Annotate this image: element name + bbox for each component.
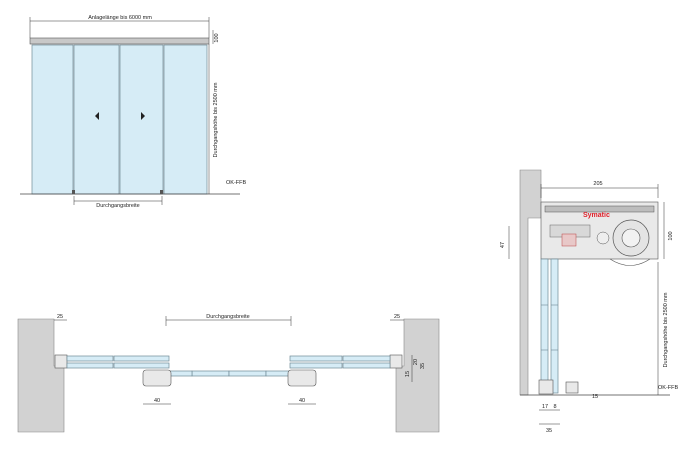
section-top-rail [544, 205, 655, 213]
plan-leaf-3 [289, 355, 343, 362]
plan-left-profile [54, 354, 68, 369]
section-pulley [596, 231, 610, 245]
section-wall [519, 169, 542, 396]
plan-leaf-2 [113, 355, 170, 362]
brand-logo: Symatic [583, 212, 610, 219]
front-panel-2 [73, 44, 120, 195]
section-glass-moving [550, 258, 559, 394]
front-floor-label: OK-FFB [226, 180, 246, 186]
plan-right-offset-label: 25 [394, 314, 400, 320]
section-right-small: 15 [592, 394, 598, 400]
plan-floor-guide-left [142, 369, 172, 387]
section-glass-fixed [540, 258, 549, 394]
front-width-label: Anlagelänge bis 6000 mm [88, 15, 152, 21]
section-floor-label: OK-FFB [658, 385, 678, 391]
section-roller [561, 233, 577, 247]
front-floor-stop-left [72, 190, 75, 194]
plan-fixed-2 [113, 362, 170, 369]
plan-fixed-1 [66, 362, 114, 369]
plan-leaf-4 [342, 355, 391, 362]
plan-moving-1 [191, 370, 230, 377]
section-motor-core [621, 228, 641, 248]
plan-left-offset-label: 25 [57, 314, 63, 320]
section-housing-cover [609, 258, 651, 266]
plan-floor-guide-right [287, 369, 317, 387]
plan-dim-15: 15 [405, 371, 411, 377]
plan-dim-20: 20 [413, 359, 419, 365]
plan-view: 25 25 Durchgangsbreite 40 40 [17, 314, 440, 433]
plan-left-bottom-label: 40 [154, 398, 160, 404]
front-passage-width-label: Durchgangsbreite [96, 203, 139, 209]
front-panel-1 [31, 44, 74, 195]
section-height-label: 100 [668, 231, 674, 240]
plan-right-bottom-label: 40 [299, 398, 305, 404]
section-bottom-17: 17 [542, 404, 548, 410]
plan-passage-width-label: Durchgangsbreite [206, 314, 249, 320]
section-passage-height-label: Durchgangshöhe bis 2500 mm [663, 292, 669, 367]
plan-leaf-1 [66, 355, 114, 362]
section-left-label: 47 [500, 242, 506, 248]
section-floor-guide [538, 379, 554, 395]
plan-dim-35: 35 [420, 363, 426, 369]
section-width-label: 205 [593, 181, 602, 187]
plan-wall-right [395, 318, 440, 433]
plan-wall-left [17, 318, 65, 433]
section-view: 205 Symatic 100 47 Durchgangshöhe bis 25… [500, 169, 678, 434]
plan-fixed-3 [289, 362, 343, 369]
front-passage-height-label: Durchgangshöhe bis 2500 mm [213, 82, 219, 157]
arrow-right-icon [141, 112, 145, 120]
front-header-height-label: 100 [214, 33, 220, 42]
plan-moving-2 [228, 370, 267, 377]
front-floor-stop-right [160, 190, 163, 194]
section-bottom-35: 35 [546, 428, 552, 434]
section-floor-stop [565, 381, 579, 394]
front-panel-4 [163, 44, 208, 195]
front-header-rail [29, 37, 210, 45]
front-elevation: Anlagelänge bis 6000 mm 100 Durchgangshö… [20, 15, 246, 209]
section-bottom-8: 8 [553, 404, 556, 410]
arrow-left-icon [95, 112, 99, 120]
plan-fixed-4 [342, 362, 391, 369]
plan-right-profile [389, 354, 403, 369]
